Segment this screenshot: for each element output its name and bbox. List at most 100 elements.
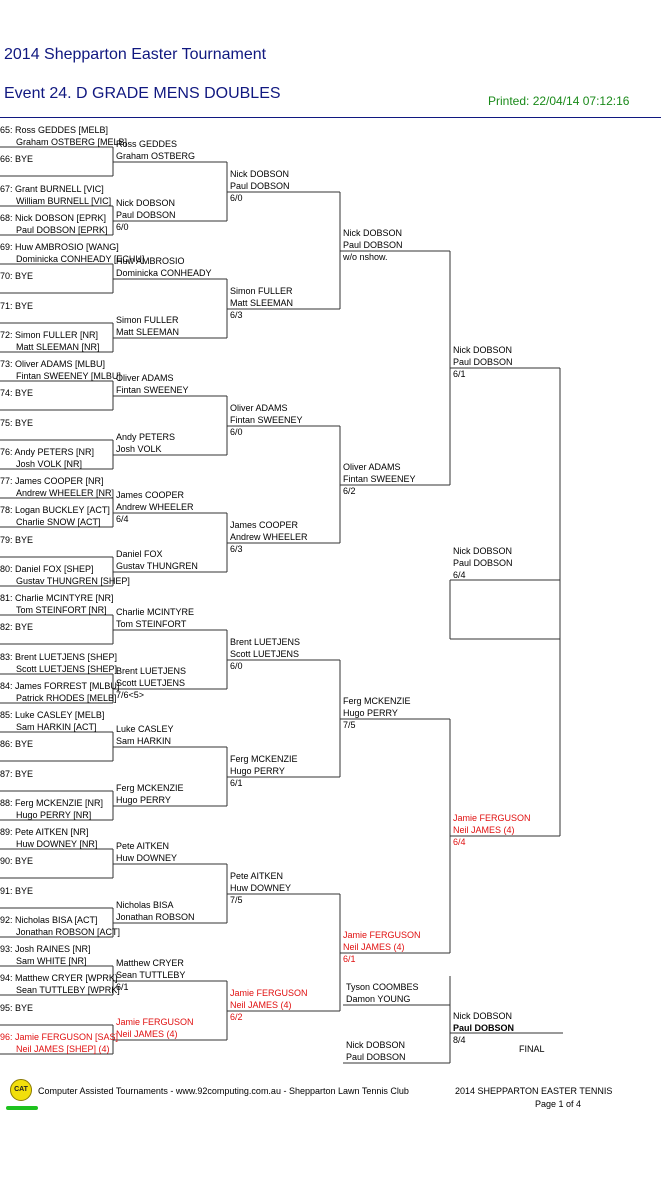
round4-entry-line2: Hugo PERRY [343, 708, 398, 718]
round2-entry-line1: Daniel FOX [116, 549, 163, 559]
round5-entry-line1: Nick DOBSON [453, 345, 513, 355]
round5-entry-line1: Jamie FERGUSON [453, 813, 531, 823]
round2-entry-line2: Sam HARKIN [116, 736, 172, 746]
round4-entry-line2: Neil JAMES (4) [343, 942, 405, 952]
round2-entry-line2: Graham OSTBERG [116, 151, 196, 161]
round1-entry-line2: Huw DOWNEY [NR] [16, 839, 98, 849]
round5-entry-line2: Neil JAMES (4) [453, 825, 515, 835]
round1-entry-line2: Andrew WHEELER [NR] [16, 488, 115, 498]
round1-entry-line1: 66: BYE [0, 154, 34, 164]
round3-entry-line1: Pete AITKEN [230, 871, 284, 881]
round1-entry-line1: 79: BYE [0, 535, 34, 545]
playoff-top-line2: Damon YOUNG [346, 994, 411, 1004]
footer-event-name: 2014 SHEPPARTON EASTER TENNIS [455, 1086, 613, 1096]
round2-entry-line1: Andy PETERS [116, 432, 176, 442]
printed-timestamp: Printed: 22/04/14 07:12:16 [488, 94, 630, 108]
round2-entry-line2: Gustav THUNGREN [116, 561, 198, 571]
round1-entry-line1: 88: Ferg MCKENZIE [NR] [0, 798, 104, 808]
round3-entry-line1: Jamie FERGUSON [230, 988, 308, 998]
round1-entry-line1: 91: BYE [0, 886, 34, 896]
round1-entry-line2: Dominicka CONHEADY [ECHU] [16, 254, 145, 264]
round1-entry-line1: 70: BYE [0, 271, 34, 281]
round2-entry-line1: Oliver ADAMS [116, 373, 174, 383]
round1-entry-line1: 67: Grant BURNELL [VIC] [0, 184, 104, 194]
round1-entry-line2: Matt SLEEMAN [NR] [16, 342, 100, 352]
round4-entry-score: 6/2 [343, 486, 356, 496]
round3-entry-line2: Scott LUETJENS [230, 649, 300, 659]
round4-entry-line2: Fintan SWEENEY [343, 474, 416, 484]
round2-entry-line1: Pete AITKEN [116, 841, 170, 851]
round2-entry-line1: Nicholas BISA [116, 900, 174, 910]
round1-entry-line1: 82: BYE [0, 622, 34, 632]
round1-entry-line2: Tom STEINFORT [NR] [16, 605, 107, 615]
round2-entry-line2: Scott LUETJENS [116, 678, 186, 688]
round2-entry-line1: Brent LUETJENS [116, 666, 187, 676]
round2-entry-line1: Matthew CRYER [116, 958, 184, 968]
round2-entry-line1: Huw AMBROSIO [116, 256, 185, 266]
round1-entry-line1: 74: BYE [0, 388, 34, 398]
round2-entry-line2: Huw DOWNEY [116, 853, 178, 863]
round1-entry-line1: 93: Josh RAINES [NR] [0, 944, 91, 954]
round2-entry-line1: Ferg MCKENZIE [116, 783, 184, 793]
round1-entry-line1: 83: Brent LUETJENS [SHEP] [0, 652, 118, 662]
header-rule [0, 117, 661, 118]
round2-entry-line2: Josh VOLK [116, 444, 162, 454]
draw-winner-score: 6/4 [453, 570, 466, 580]
round3-entry-score: 6/0 [230, 661, 243, 671]
round1-entry-line2: Paul DOBSON [EPRK] [16, 225, 108, 235]
round2-entry-line2: Paul DOBSON [116, 210, 176, 220]
logo-underline [6, 1106, 38, 1110]
round2-entry-line1: James COOPER [116, 490, 185, 500]
round1-entry-line2: Hugo PERRY [NR] [16, 810, 92, 820]
cat-logo-icon: CAT [10, 1079, 32, 1101]
round4-entry-score: 6/1 [343, 954, 356, 964]
playoff-bottom-line2: Paul DOBSON [346, 1052, 406, 1062]
round1-entry-line1: 65: Ross GEDDES [MELB] [0, 125, 109, 135]
round1-entry-line2: Josh VOLK [NR] [16, 459, 83, 469]
round1-entry-line1: 71: BYE [0, 301, 34, 311]
round1-entry-line2: Sean TUTTLEBY [WPRK] [16, 985, 120, 995]
round2-entry-line1: Luke CASLEY [116, 724, 174, 734]
round1-entry-line1: 92: Nicholas BISA [ACT] [0, 915, 98, 925]
round3-entry-line1: Brent LUETJENS [230, 637, 301, 647]
round1-entry-line1: 72: Simon FULLER [NR] [0, 330, 99, 340]
round2-entry-line2: Tom STEINFORT [116, 619, 187, 629]
round2-entry-line2: Dominicka CONHEADY [116, 268, 212, 278]
round5-entry-line2: Paul DOBSON [453, 357, 513, 367]
round1-entry-line1: 78: Logan BUCKLEY [ACT] [0, 505, 110, 515]
round4-entry-score: 7/5 [343, 720, 356, 730]
round1-entry-line1: 73: Oliver ADAMS [MLBU] [0, 359, 106, 369]
round3-entry-line1: Ferg MCKENZIE [230, 754, 298, 764]
round1-entry-line2: Jonathan ROBSON [ACT] [16, 927, 121, 937]
round3-entry-line1: Oliver ADAMS [230, 403, 288, 413]
round4-entry-line1: Oliver ADAMS [343, 462, 401, 472]
round3-entry-line2: Fintan SWEENEY [230, 415, 303, 425]
round2-entry-line2: Jonathan ROBSON [116, 912, 195, 922]
round3-entry-line2: Huw DOWNEY [230, 883, 292, 893]
round2-entry-line2: Fintan SWEENEY [116, 385, 189, 395]
round1-entry-line2: Charlie SNOW [ACT] [16, 517, 101, 527]
round2-entry-score: 7/6<5> [116, 690, 145, 700]
round1-entry-line2: Neil JAMES [SHEP] (4) [16, 1044, 110, 1054]
tournament-title: 2014 Shepparton Easter Tournament [4, 46, 267, 63]
round3-entry-score: 6/3 [230, 544, 243, 554]
round1-entry-line2: Graham OSTBERG [MELB] [16, 137, 128, 147]
round2-entry-line2: Hugo PERRY [116, 795, 171, 805]
round3-entry-line2: Paul DOBSON [230, 181, 290, 191]
round1-entry-line1: 85: Luke CASLEY [MELB] [0, 710, 105, 720]
round1-entry-line2: Sam HARKIN [ACT] [16, 722, 97, 732]
round4-entry-line1: Jamie FERGUSON [343, 930, 421, 940]
round1-entry-line1: 77: James COOPER [NR] [0, 476, 104, 486]
round2-entry-line1: Nick DOBSON [116, 198, 176, 208]
round4-entry-line2: Paul DOBSON [343, 240, 403, 250]
round1-entry-line1: 89: Pete AITKEN [NR] [0, 827, 89, 837]
round2-entry-line2: Sean TUTTLEBY [116, 970, 186, 980]
round3-entry-line1: Simon FULLER [230, 286, 293, 296]
round2-entry-line2: Andrew WHEELER [116, 502, 194, 512]
round3-entry-line1: James COOPER [230, 520, 299, 530]
footer-credit: Computer Assisted Tournaments - www.92co… [38, 1086, 409, 1096]
round2-entry-score: 6/1 [116, 982, 129, 992]
event-title: Event 24. D GRADE MENS DOUBLES [4, 85, 281, 102]
round2-entry-score: 6/4 [116, 514, 129, 524]
